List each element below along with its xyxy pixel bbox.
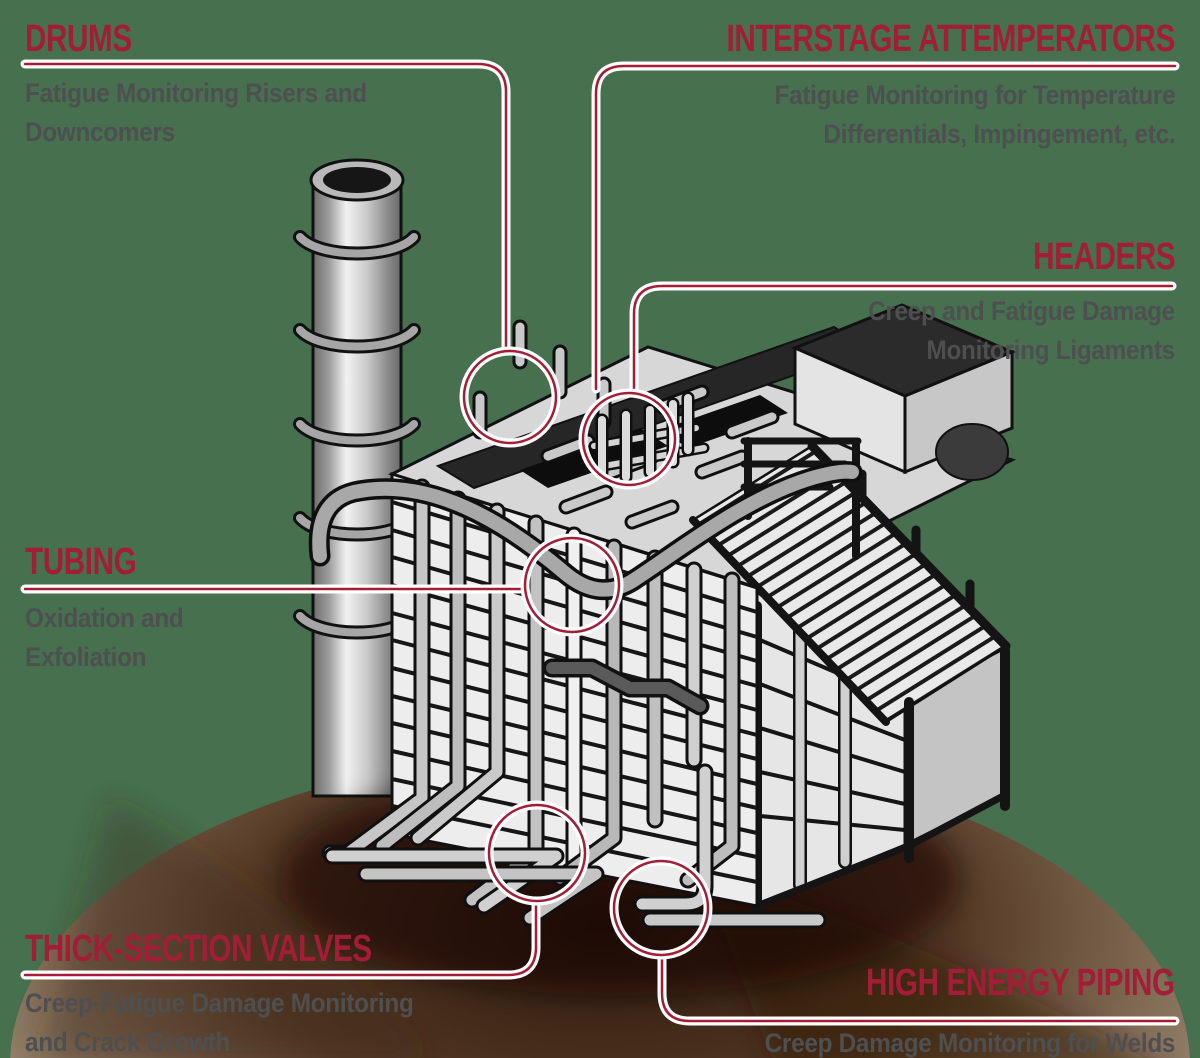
callout-tubing-desc: Oxidation and Exfoliation [25, 599, 201, 677]
callout-high-energy-piping-desc: Creep Damage Monitoring for Welds [719, 1024, 1175, 1058]
callout-title: THICK-SECTION VALVES [25, 928, 372, 970]
sootblower-lance [542, 658, 710, 716]
back-pass-steps [689, 437, 1011, 915]
highlight-circles [459, 346, 713, 960]
callout-interstage-attemperators-desc: Fatigue Monitoring for Temperature Diffe… [730, 76, 1175, 154]
callout-description: Creep and Fatigue Damage Monitoring Liga… [868, 296, 1175, 365]
callout-high-energy-piping: HIGH ENERGY PIPING [779, 962, 1175, 1004]
callout-headers: HEADERS [993, 236, 1176, 278]
callout-title: DRUMS [25, 18, 132, 60]
callout-thick-section-valves-desc: Creep-Fatigue Damage Monitoring and Crac… [25, 984, 457, 1058]
callout-description: Creep-Fatigue Damage Monitoring and Crac… [25, 988, 414, 1057]
callout-description: Oxidation and Exfoliation [25, 603, 184, 672]
callout-title: INTERSTAGE ATTEMPERATORS [726, 18, 1176, 60]
penthouse [791, 303, 1016, 481]
callout-drums-desc: Fatigue Monitoring Risers and Downcomers [25, 74, 405, 152]
callout-title: HEADERS [1032, 236, 1176, 278]
callout-title: TUBING [25, 541, 137, 583]
callout-title: HIGH ENERGY PIPING [866, 962, 1175, 1004]
callout-tubing: TUBING [25, 541, 168, 583]
callout-description: Fatigue Monitoring Risers and Downcomers [25, 78, 367, 147]
callout-description: Creep Damage Monitoring for Welds [764, 1028, 1175, 1058]
main-steam-pipe [308, 461, 863, 601]
callout-description: Fatigue Monitoring for Temperature Diffe… [774, 80, 1175, 149]
callout-interstage-attemperators: INTERSTAGE ATTEMPERATORS [600, 18, 1176, 60]
deck-pipe-stubs [472, 319, 780, 530]
callout-thick-section-valves: THICK-SECTION VALVES [25, 928, 470, 970]
callout-drums: DRUMS [25, 18, 162, 60]
callout-headers-desc: Creep and Fatigue Damage Monitoring Liga… [834, 292, 1175, 370]
